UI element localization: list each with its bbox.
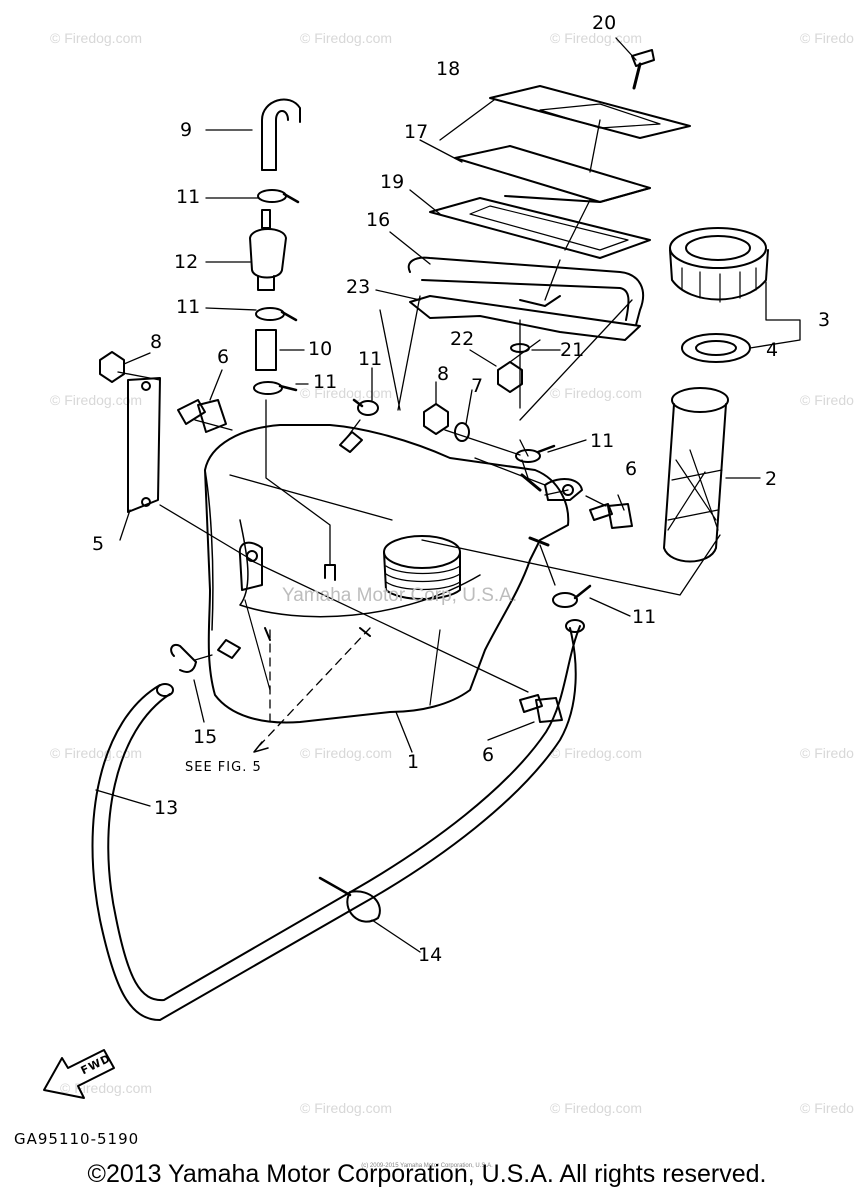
callout-6b: 6 bbox=[625, 458, 638, 480]
nut bbox=[423, 403, 449, 435]
callout-7: 7 bbox=[471, 375, 484, 397]
center-watermark: Yamaha Motor Corp, U.S.A. bbox=[282, 585, 518, 606]
callout-16: 16 bbox=[366, 209, 391, 231]
hose-section bbox=[255, 329, 277, 371]
callout-12: 12 bbox=[174, 251, 199, 273]
fuel-hose bbox=[91, 627, 577, 1021]
watermark: © Firedog.com bbox=[550, 745, 643, 761]
watermark: © Firedog.com bbox=[550, 1100, 643, 1116]
callout-13: 13 bbox=[154, 797, 179, 819]
tiny-copyright: (c) 2009-2015 Yamaha Motor Corporation, … bbox=[361, 1163, 493, 1169]
hose-clip bbox=[170, 644, 197, 673]
callout-15: 15 bbox=[193, 726, 218, 748]
callout-11e: 11 bbox=[590, 430, 615, 452]
fuel-cap bbox=[669, 227, 769, 303]
washer bbox=[454, 422, 470, 442]
callout-2: 2 bbox=[765, 468, 778, 490]
fuel-tank bbox=[204, 424, 583, 724]
fwd-arrow-icon bbox=[43, 1049, 115, 1099]
hose-clamp bbox=[352, 398, 379, 416]
callout-17: 17 bbox=[404, 121, 429, 143]
callout-11c: 11 bbox=[313, 371, 338, 393]
hose-clamp bbox=[255, 307, 298, 322]
callout-18: 18 bbox=[436, 58, 461, 80]
see-fig-label: SEE FIG. 5 bbox=[185, 760, 262, 775]
callout-8b: 8 bbox=[437, 363, 450, 385]
watermark: © Firedog.com bbox=[300, 1100, 393, 1116]
callout-5: 5 bbox=[92, 533, 105, 555]
dashed-leader bbox=[259, 627, 371, 746]
callout-6a: 6 bbox=[217, 346, 230, 368]
fuel-filter bbox=[249, 209, 287, 291]
fuel-strainer bbox=[663, 387, 729, 563]
callout-4: 4 bbox=[766, 339, 779, 361]
watermark: © Firedog.com bbox=[50, 745, 143, 761]
callout-11d: 11 bbox=[358, 348, 383, 370]
watermark: © Firedog.com bbox=[300, 30, 393, 46]
callout-21: 21 bbox=[560, 339, 585, 361]
leader-lines bbox=[117, 119, 721, 693]
bolt bbox=[177, 399, 227, 433]
watermark: © Firedog.com bbox=[800, 1100, 854, 1116]
hose-clamp bbox=[253, 381, 298, 395]
hose-clamp bbox=[552, 584, 592, 608]
callout-6c: 6 bbox=[482, 744, 495, 766]
cover-plate bbox=[489, 85, 691, 139]
watermark: © Firedog.com bbox=[300, 385, 393, 401]
bolt bbox=[589, 503, 633, 529]
callout-11b: 11 bbox=[176, 296, 201, 318]
watermark: © Firedog.com bbox=[300, 745, 393, 761]
watermark: © Firedog.com bbox=[800, 745, 854, 761]
copyright-notice: ©2013 Yamaha Motor Corporation, U.S.A. A… bbox=[87, 1160, 767, 1188]
gasket-plate bbox=[429, 197, 651, 259]
bracket bbox=[409, 295, 641, 341]
callout-8a: 8 bbox=[150, 331, 163, 353]
watermark: © Firedog.com bbox=[800, 392, 854, 408]
watermark: © Firedog.com bbox=[800, 30, 854, 46]
mounting-strap bbox=[127, 377, 161, 513]
cap-gasket bbox=[681, 333, 751, 363]
vent-hose bbox=[407, 256, 645, 326]
callout-14: 14 bbox=[418, 944, 443, 966]
watermark: © Firedog.com bbox=[50, 30, 143, 46]
callout-10: 10 bbox=[308, 338, 333, 360]
diagram-code: GA95110-5190 bbox=[14, 1130, 140, 1148]
callout-3: 3 bbox=[818, 309, 831, 331]
hose-clamp bbox=[515, 444, 556, 463]
callout-1: 1 bbox=[407, 751, 420, 773]
cap-nut bbox=[497, 361, 523, 393]
callout-11a: 11 bbox=[176, 186, 201, 208]
nut bbox=[99, 351, 125, 383]
screw bbox=[631, 49, 655, 90]
watermark: © Firedog.com bbox=[550, 385, 643, 401]
bolt bbox=[519, 694, 563, 723]
callout-22: 22 bbox=[450, 328, 475, 350]
hose-clamp bbox=[257, 189, 300, 204]
callout-9: 9 bbox=[180, 119, 193, 141]
callout-23: 23 bbox=[346, 276, 371, 298]
callout-20: 20 bbox=[592, 12, 617, 34]
hose-band bbox=[318, 876, 381, 923]
watermark: © Firedog.com bbox=[50, 392, 143, 408]
callout-19: 19 bbox=[380, 171, 405, 193]
callout-11f: 11 bbox=[632, 606, 657, 628]
breather-hose bbox=[261, 98, 301, 171]
seal-plate bbox=[454, 145, 651, 203]
